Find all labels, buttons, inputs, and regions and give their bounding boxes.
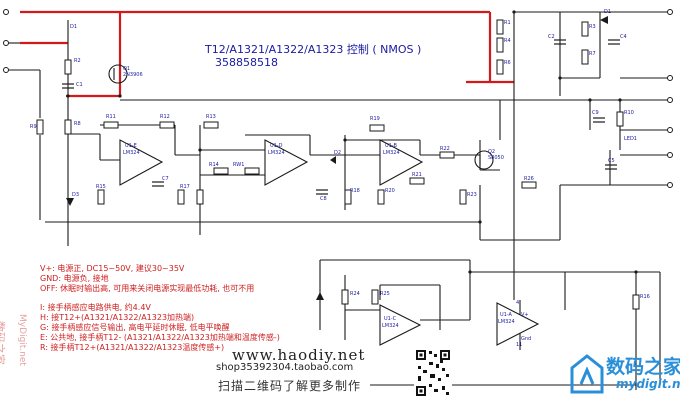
svg-text:D2: D2 (334, 150, 341, 156)
serial-number: 358858518 (215, 56, 278, 69)
logo-en-text: mydigit.net (616, 377, 680, 391)
svg-text:U1-A: U1-A (500, 312, 513, 318)
mydigit-logo: 数码之家 mydigit.net (568, 352, 680, 404)
svg-text:R21: R21 (412, 172, 422, 178)
svg-text:R10: R10 (624, 110, 634, 116)
opamp-symbols (119, 139, 540, 346)
svg-text:U1-B: U1-B (385, 143, 397, 149)
notes-block: V+: 电源正, DC15~50V, 建议30~35V GND: 电源负, 接地… (40, 264, 280, 354)
svg-text:R20: R20 (385, 188, 395, 194)
resistors (36, 19, 640, 310)
svg-text:Q1: Q1 (123, 66, 130, 72)
svg-text:R25: R25 (380, 291, 390, 297)
svg-text:R15: R15 (96, 184, 106, 190)
svg-text:D3: D3 (72, 192, 79, 198)
shop-text: shop35392304.taobao.com (216, 362, 354, 373)
svg-text:R19: R19 (370, 116, 380, 122)
svg-text:C7: C7 (162, 176, 169, 182)
svg-text:R12: R12 (160, 114, 170, 120)
power-rail-red (20, 10, 514, 98)
svg-text:R22: R22 (440, 146, 450, 152)
svg-text:LM324: LM324 (268, 150, 285, 156)
svg-text:R9: R9 (30, 124, 37, 130)
svg-text:C1: C1 (76, 82, 83, 88)
svg-text:Gnd: Gnd (521, 336, 531, 342)
svg-text:LM324: LM324 (382, 323, 399, 329)
svg-text:U1-D: U1-D (270, 143, 283, 149)
note-gap (40, 295, 280, 303)
svg-text:11: 11 (516, 342, 522, 348)
svg-text:D1: D1 (70, 24, 77, 30)
svg-text:LM324: LM324 (383, 150, 400, 156)
note-line: R: 接手柄T12+(A1321/A1322/A1323温度传感+) (40, 343, 225, 353)
svg-text:RW1: RW1 (233, 162, 244, 168)
svg-text:C9: C9 (592, 110, 599, 116)
note-line: GND: 电源负, 接地 (40, 274, 109, 284)
svg-text:U1-C: U1-C (384, 316, 397, 322)
svg-text:Q2: Q2 (488, 149, 495, 155)
note-line: H: 接T12+(A1321/A1322/A1323加热端) (40, 312, 195, 322)
svg-text:D1: D1 (604, 9, 611, 15)
svg-text:R18: R18 (350, 188, 360, 194)
watermark-left-url: MyDigit.net (16, 314, 27, 366)
svg-text:2N3906: 2N3906 (123, 72, 143, 78)
terminals (3, 9, 673, 188)
svg-text:R23: R23 (467, 192, 477, 198)
watermark-left: 数码之家 (0, 321, 6, 365)
svg-text:R13: R13 (206, 114, 216, 120)
svg-text:R11: R11 (106, 114, 116, 120)
svg-text:V+: V+ (521, 312, 529, 318)
website-text: www.haodiy.net (232, 346, 366, 364)
capacitors (62, 39, 620, 195)
svg-text:R24: R24 (350, 291, 360, 297)
svg-text:R7: R7 (589, 51, 596, 57)
svg-text:R16: R16 (640, 294, 650, 300)
note-line: I: 接手柄感应电路供电, 约4.4V (40, 302, 151, 312)
note-line: OFF: 休眠时输出高, 可用来关闭电源实现最低功耗, 也可不用 (40, 284, 255, 294)
svg-text:C2: C2 (548, 34, 555, 40)
svg-text:R14: R14 (209, 162, 219, 168)
svg-text:C4: C4 (620, 34, 627, 40)
scan-text: 扫描二维码了解更多制作 (218, 379, 362, 393)
svg-text:S8050: S8050 (488, 155, 504, 161)
svg-text:R6: R6 (504, 60, 511, 66)
svg-text:C8: C8 (320, 196, 327, 202)
note-line: G: 接手柄感应信号输出, 高电平延时休眠, 低电平唤醒 (40, 323, 230, 333)
svg-text:4: 4 (516, 300, 519, 306)
svg-text:R3: R3 (589, 24, 596, 30)
diodes (66, 16, 608, 300)
qr-code-icon (414, 348, 452, 398)
transistors (108, 64, 494, 170)
svg-text:LM324: LM324 (123, 150, 140, 156)
svg-text:R26: R26 (524, 176, 534, 182)
svg-text:R8: R8 (74, 121, 81, 127)
svg-text:U1-E: U1-E (125, 143, 137, 149)
svg-text:C5: C5 (608, 158, 615, 164)
junctions (66, 10, 638, 274)
svg-text:R17: R17 (180, 184, 190, 190)
house-logo-icon (570, 354, 604, 394)
part-labels: U1-E LM324 U1-D LM324 U1-B LM324 U1-C LM… (30, 9, 650, 348)
svg-text:R1: R1 (504, 20, 511, 26)
logo-cn-text: 数码之家 (606, 356, 680, 378)
svg-text:LM324: LM324 (498, 319, 515, 325)
svg-text:LED1: LED1 (624, 136, 637, 142)
schematic-title: T12/A1321/A1322/A1323 控制 ( NMOS ) (205, 43, 422, 56)
note-line: V+: 电源正, DC15~50V, 建议30~35V (40, 264, 185, 273)
svg-text:R2: R2 (74, 58, 81, 64)
note-line: E: 公共地, 接手柄T12- (A1321/A1322/A1323加热端和温度… (40, 333, 280, 343)
svg-text:R4: R4 (504, 38, 511, 44)
